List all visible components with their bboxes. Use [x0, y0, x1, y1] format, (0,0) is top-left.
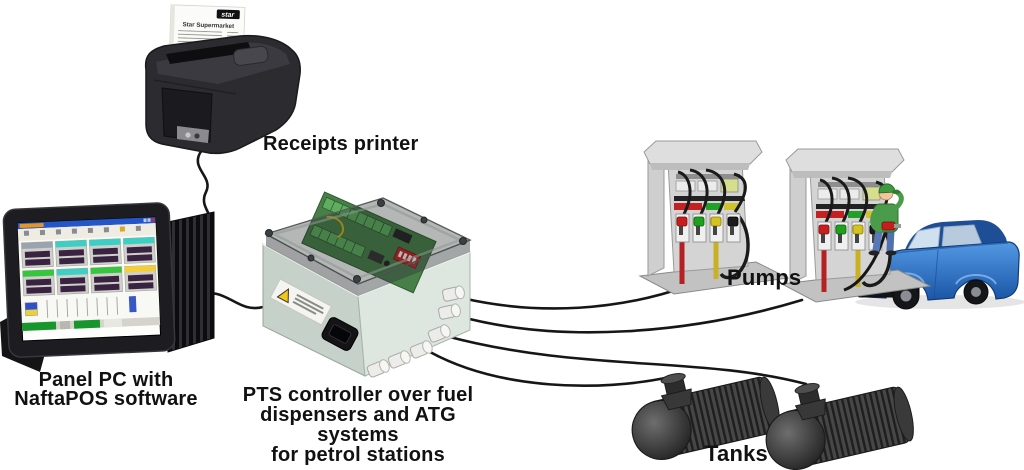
pts-controller-label-line2: dispensers and ATG systems	[260, 404, 456, 446]
attendant-illustration	[843, 183, 904, 292]
receipt-title: Star Supermarket	[182, 21, 234, 30]
receipts-printer-illustration	[144, 34, 301, 155]
pts-controller-label: PTS controller over fuel dispensers and …	[230, 385, 486, 465]
warning-triangle-icon	[276, 288, 289, 304]
pump-2	[782, 149, 930, 302]
cable-controller-to-pump2	[456, 298, 804, 334]
car-illustration	[854, 220, 1024, 310]
cables	[194, 148, 808, 388]
panel-pc-label-line2: NaftaPOS software	[14, 388, 198, 410]
pts-controller-illustration	[262, 191, 472, 379]
lid-screws	[265, 199, 467, 283]
panel-pc-label: Panel PC with NaftaPOS software	[0, 369, 212, 410]
naftapos-screen	[17, 217, 161, 332]
receipts-printer-label: Receipts printer	[263, 133, 419, 155]
panel-pc-label-line1: Panel PC with	[38, 369, 174, 391]
pts-controller-label-line1: PTS controller over fuel	[242, 384, 474, 406]
tanks-label: Tanks	[705, 441, 768, 466]
warning-label	[269, 278, 332, 326]
pumps-label: Pumps	[727, 265, 802, 290]
cable-controller-to-tank1	[428, 350, 672, 388]
receipt-brand: star	[221, 12, 235, 19]
power-inlet	[321, 317, 359, 351]
panel-pc-illustration	[0, 202, 215, 372]
attendant-nozzle	[881, 221, 896, 231]
pts-controller-label-line3: for petrol stations	[271, 444, 445, 466]
cable-controller-to-tank2	[444, 334, 808, 386]
